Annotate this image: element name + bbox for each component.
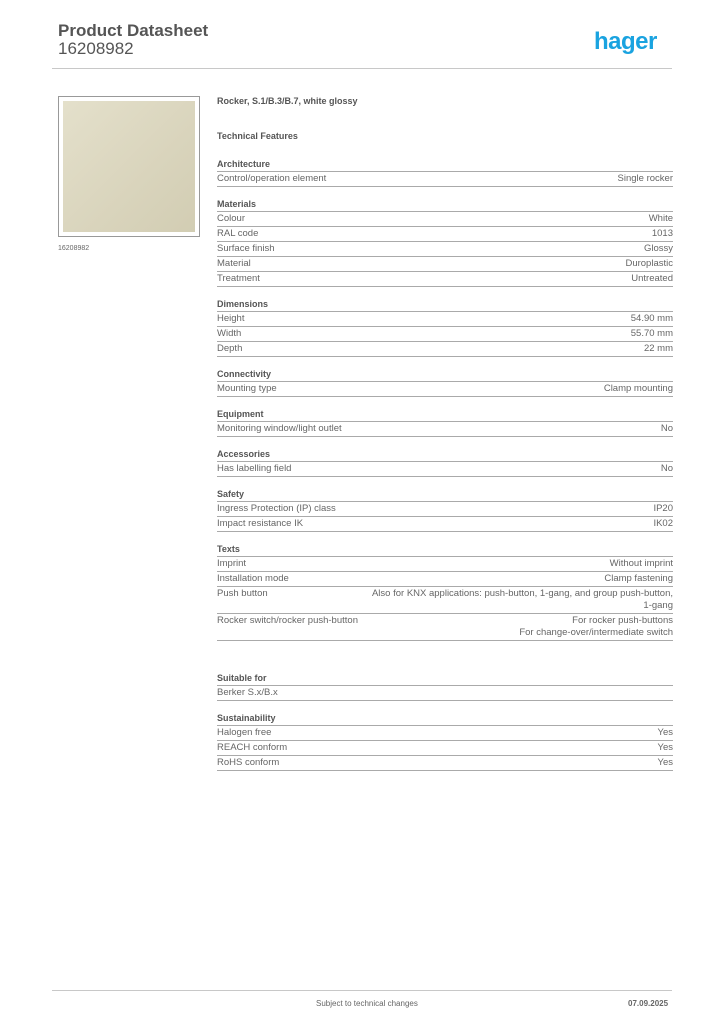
spec-row: Surface finish Glossy bbox=[217, 242, 673, 257]
spec-label: Height bbox=[217, 313, 245, 324]
spec-label: Berker S.x/B.x bbox=[217, 687, 278, 698]
product-number: 16208982 bbox=[58, 39, 134, 58]
spec-label: Colour bbox=[217, 213, 245, 224]
spec-row: RoHS conform Yes bbox=[217, 756, 673, 771]
spec-row: Push button Also for KNX applications: pu… bbox=[217, 587, 673, 614]
technical-features-heading: Technical Features bbox=[217, 131, 298, 141]
spec-row: Has labelling field No bbox=[217, 462, 673, 477]
spec-row: Height 54.90 mm bbox=[217, 312, 673, 327]
product-name: Rocker, S.1/B.3/B.7, white glossy bbox=[217, 96, 358, 106]
spec-value: 54.90 mm bbox=[630, 313, 673, 324]
spec-row: Ingress Protection (IP) class IP20 bbox=[217, 502, 673, 517]
spec-row: Control/operation element Single rocker bbox=[217, 172, 673, 187]
section-heading: Suitable for bbox=[217, 671, 673, 686]
spec-value: White bbox=[648, 213, 673, 224]
section-heading: Equipment bbox=[217, 407, 673, 422]
spec-row: Material Duroplastic bbox=[217, 257, 673, 272]
footer-divider bbox=[52, 990, 672, 991]
spec-value: Clamp mounting bbox=[603, 383, 673, 394]
spec-row: Depth 22 mm bbox=[217, 342, 673, 357]
section-heading: Sustainability bbox=[217, 711, 673, 726]
hager-logo: hager bbox=[594, 28, 657, 55]
section-heading: Accessories bbox=[217, 447, 673, 462]
spec-row: Berker S.x/B.x bbox=[217, 686, 673, 701]
spec-label: Depth bbox=[217, 343, 243, 354]
spec-label: Surface finish bbox=[217, 243, 275, 254]
spec-label: RoHS conform bbox=[217, 757, 280, 768]
spec-row: Imprint Without imprint bbox=[217, 557, 673, 572]
spec-value: Duroplastic bbox=[625, 258, 673, 269]
section-heading: Materials bbox=[217, 197, 673, 212]
spec-value: No bbox=[660, 463, 673, 474]
product-image bbox=[58, 96, 200, 237]
spec-value: No bbox=[660, 423, 673, 434]
spec-row: Halogen free Yes bbox=[217, 726, 673, 741]
spec-content: Rocker, S.1/B.3/B.7, white glossy Techni… bbox=[217, 96, 673, 771]
header-divider bbox=[52, 68, 672, 69]
spec-label: Material bbox=[217, 258, 251, 269]
spec-row: Impact resistance IK IK02 bbox=[217, 517, 673, 532]
spec-value: Untreated bbox=[631, 273, 673, 284]
spec-value: Without imprint bbox=[609, 558, 673, 569]
spec-value: Yes bbox=[657, 742, 674, 753]
spec-label: Width bbox=[217, 328, 242, 339]
spec-label: Monitoring window/light outlet bbox=[217, 423, 342, 434]
spec-value: Also for KNX applications: push-button, … bbox=[371, 588, 673, 611]
spec-label: Mounting type bbox=[217, 383, 277, 394]
spec-row: Width 55.70 mm bbox=[217, 327, 673, 342]
spec-row: Rocker switch/rocker push-button For rock… bbox=[217, 614, 673, 641]
image-caption: 16208982 bbox=[58, 245, 90, 252]
section-heading: Connectivity bbox=[217, 367, 673, 382]
spec-label: Has labelling field bbox=[217, 463, 292, 474]
spec-row: REACH conform Yes bbox=[217, 741, 673, 756]
spec-value: Single rocker bbox=[617, 173, 673, 184]
spec-value: Glossy bbox=[643, 243, 673, 254]
spec-value: IP20 bbox=[653, 503, 673, 514]
spec-value: 55.70 mm bbox=[630, 328, 673, 339]
page-title: Product Datasheet bbox=[58, 21, 209, 40]
spec-row: RAL code 1013 bbox=[217, 227, 673, 242]
section-heading: Dimensions bbox=[217, 297, 673, 312]
section-heading: Safety bbox=[217, 487, 673, 502]
spec-value: Yes bbox=[657, 757, 674, 768]
spec-label: RAL code bbox=[217, 228, 259, 239]
spec-value: 22 mm bbox=[643, 343, 673, 354]
spec-row: Monitoring window/light outlet No bbox=[217, 422, 673, 437]
spec-label: Ingress Protection (IP) class bbox=[217, 503, 336, 514]
footer-note: Subject to technical changes bbox=[316, 999, 418, 1008]
spec-row: Installation mode Clamp fastening bbox=[217, 572, 673, 587]
spec-label: Installation mode bbox=[217, 573, 289, 584]
section-heading: Texts bbox=[217, 542, 673, 557]
spec-row: Colour White bbox=[217, 212, 673, 227]
spec-label: Control/operation element bbox=[217, 173, 327, 184]
spec-row: Treatment Untreated bbox=[217, 272, 673, 287]
spec-value: 1013 bbox=[651, 228, 673, 239]
spec-value: IK02 bbox=[653, 518, 673, 529]
spec-row: Mounting type Clamp mounting bbox=[217, 382, 673, 397]
spec-label: Imprint bbox=[217, 558, 247, 569]
section-heading: Architecture bbox=[217, 157, 673, 172]
spec-value: For rocker push-buttons For change-over/… bbox=[519, 615, 673, 638]
spec-label: Rocker switch/rocker push-button bbox=[217, 615, 358, 626]
spec-label: Push button bbox=[217, 588, 268, 599]
spec-value: Yes bbox=[657, 727, 674, 738]
spec-label: REACH conform bbox=[217, 742, 288, 753]
spec-label: Halogen free bbox=[217, 727, 272, 738]
spec-label: Impact resistance IK bbox=[217, 518, 304, 529]
footer-date: 07.09.2025 bbox=[628, 999, 669, 1008]
spec-value: Clamp fastening bbox=[604, 573, 673, 584]
spec-label: Treatment bbox=[217, 273, 260, 284]
